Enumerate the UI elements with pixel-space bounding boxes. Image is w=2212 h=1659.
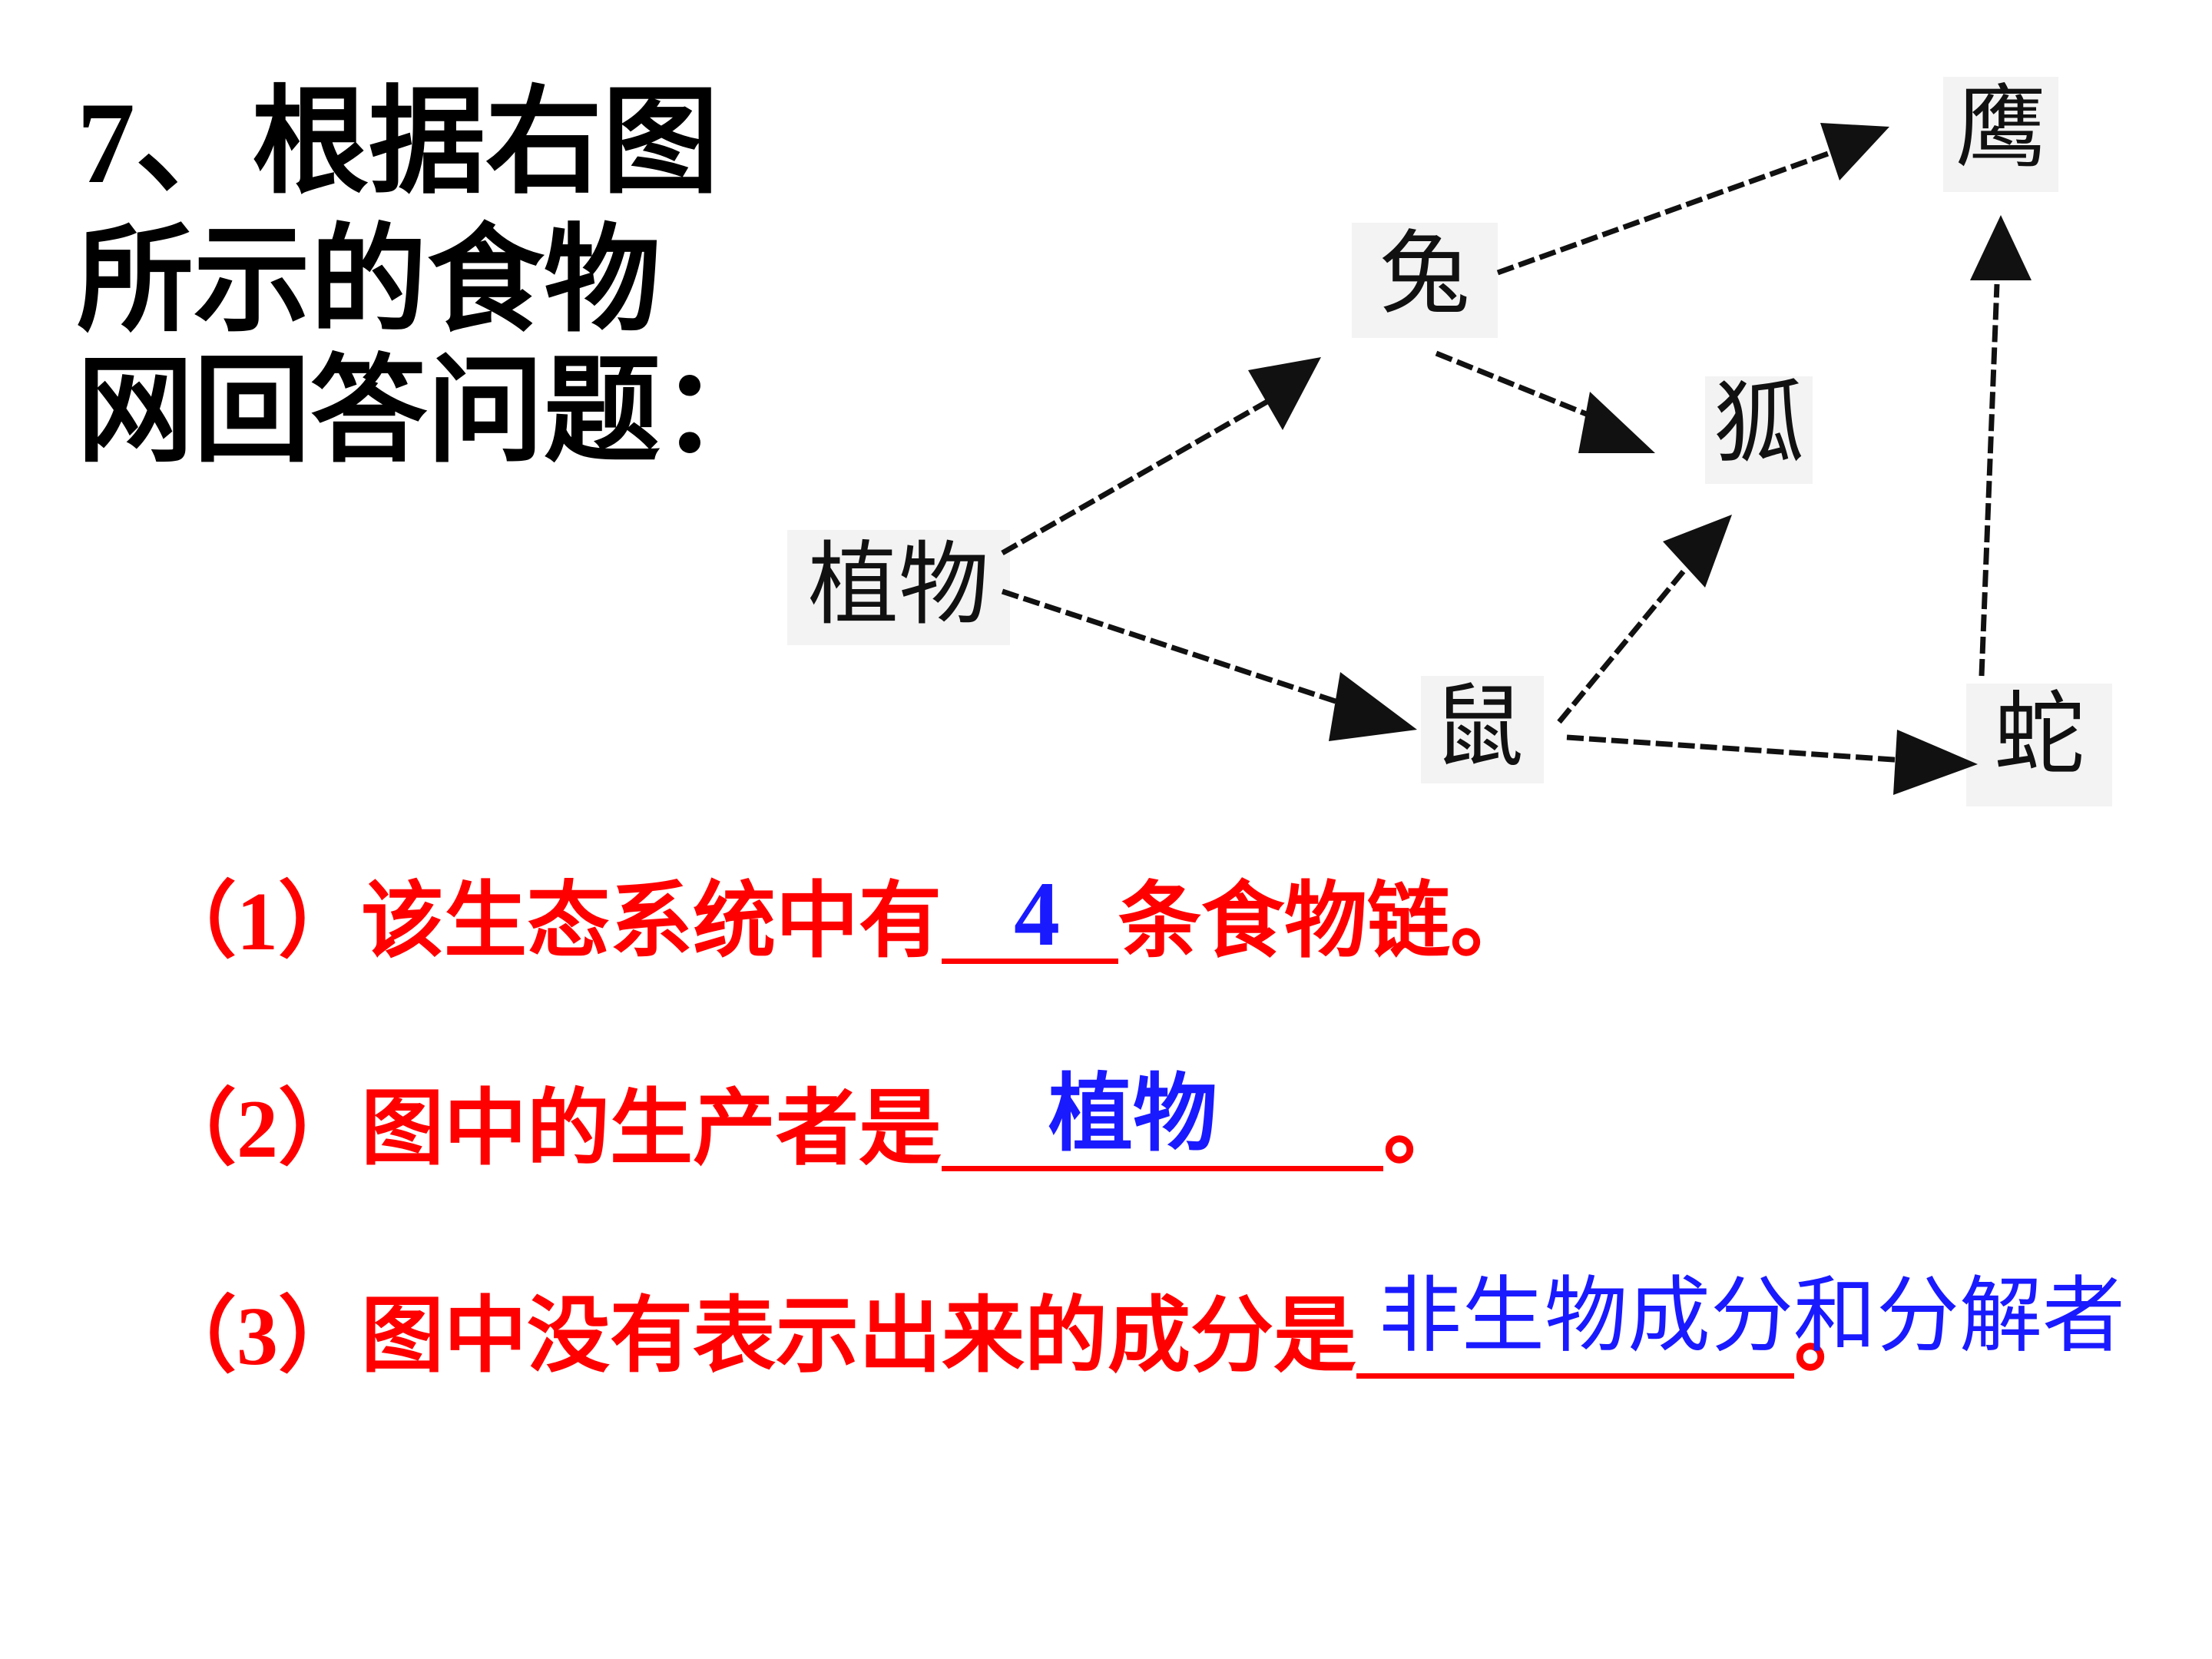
- edge-plant-mouse: [1001, 588, 1353, 710]
- arrowhead-rabbit-fox: [1578, 392, 1655, 453]
- node-bg-mouse: [1421, 676, 1544, 783]
- title-line-3: 网回答问题：: [77, 347, 777, 476]
- node-bg-fox: [1705, 376, 1813, 484]
- edge-rabbit-eagle: [1496, 151, 1830, 276]
- edge-plant-rabbit: [1001, 396, 1273, 556]
- node-rabbit: 兔: [1379, 220, 1470, 326]
- arrowhead-mouse-snake: [1893, 730, 1978, 795]
- arrowhead-mouse-fox: [1663, 515, 1732, 588]
- edge-mouse-snake: [1566, 734, 1906, 763]
- arrowhead-rabbit-eagle: [1820, 123, 1889, 180]
- edge-rabbit-fox: [1435, 350, 1599, 422]
- edge-mouse-fox: [1557, 566, 1688, 724]
- node-bg-plant: [787, 530, 1010, 645]
- title-line-1: 7、根据右图: [77, 78, 719, 207]
- node-bg-rabbit: [1352, 223, 1498, 338]
- arrowhead-plant-mouse: [1329, 672, 1417, 741]
- question-1-suffix: 条食物链。: [1118, 876, 1534, 968]
- answer-3: 非生物成分和分解者: [1379, 1268, 2126, 1364]
- edge-snake-eagle: [1979, 283, 2000, 677]
- question-3-prefix: （3）图中没有表示出来的成分是: [154, 1291, 1357, 1382]
- question-2: （2）图中的生产者是。: [154, 1083, 1466, 1171]
- node-mouse: 鼠: [1433, 674, 1524, 780]
- node-snake: 蛇: [1994, 681, 2085, 787]
- question-1: （1）该生态系统中有条食物链。: [154, 876, 1533, 964]
- node-bg-eagle: [1943, 77, 2058, 192]
- question-2-suffix: 。: [1383, 1084, 1467, 1175]
- answer-1: 4: [1014, 863, 1060, 965]
- question-1-prefix: （1）该生态系统中有: [154, 876, 942, 968]
- question-2-blank[interactable]: [942, 1083, 1384, 1171]
- question-3-suffix: 。: [1794, 1291, 1878, 1382]
- node-fox: 狐: [1714, 370, 1804, 476]
- question-2-prefix: （2）图中的生产者是: [154, 1084, 942, 1175]
- answer-2: 植物: [1048, 1065, 1217, 1163]
- question-3-blank[interactable]: [1356, 1290, 1795, 1379]
- arrowhead-plant-rabbit: [1248, 357, 1321, 430]
- question-1-blank[interactable]: [942, 876, 1119, 964]
- title-line-2: 所示的食物: [77, 217, 661, 346]
- arrowhead-snake-eagle: [1970, 215, 2032, 280]
- node-plant: 植物: [808, 531, 989, 637]
- node-eagle: 鹰: [1955, 75, 2046, 180]
- question-3: （3）图中没有表示出来的成分是 。: [154, 1290, 1877, 1379]
- node-bg-snake: [1966, 684, 2112, 806]
